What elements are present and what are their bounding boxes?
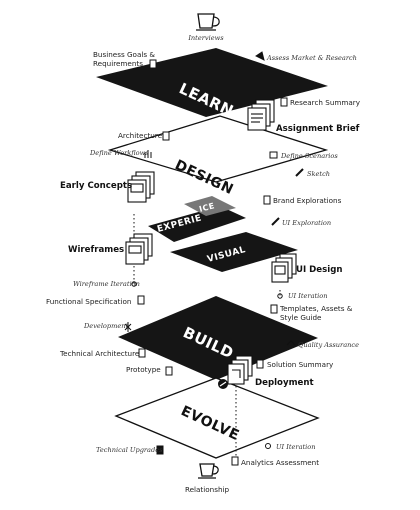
sketch-label: Sketch: [307, 170, 330, 178]
interviews-label: Interviews: [187, 34, 224, 42]
deployment-label: Deployment: [255, 378, 314, 388]
solution-summary-label: Solution Summary: [267, 360, 334, 369]
analytics-assessment-label: Analytics Assessment: [241, 458, 319, 467]
templates-label-2: Style Guide: [280, 313, 322, 322]
experience-title-b: ICE: [198, 201, 216, 214]
wireframes-label: Wireframes: [68, 245, 124, 255]
technical-upgrades-label: Technical Upgrades: [96, 446, 163, 454]
visual-plane: VISUAL: [170, 232, 298, 272]
ui-exploration-label: UI Exploration: [282, 219, 331, 227]
templates-label-1: Templates, Assets &: [279, 304, 353, 313]
coffee-cup-icon-bottom: [198, 463, 219, 479]
quality-assurance-label: Quality Assurance: [298, 341, 359, 349]
evolve-plane: EVOLVE: [114, 377, 320, 459]
prototype-label: Prototype: [126, 365, 161, 374]
ui-design-label: UI Design: [296, 265, 342, 275]
doc-icons: [137, 59, 288, 466]
activity-icons: [124, 51, 304, 449]
ui-iteration-label-1: UI Iteration: [288, 292, 327, 300]
assignment-brief-label: Assignment Brief: [276, 124, 360, 134]
assignment-brief-docs: [247, 99, 275, 131]
ui-iteration-label-2: UI Iteration: [276, 443, 315, 451]
define-workflows-label: Define Workflows: [89, 149, 149, 157]
deployment-docs: [227, 355, 253, 385]
technical-architecture-label: Technical Architecture: [59, 349, 140, 358]
business-goals-label-2: Requirements: [93, 59, 143, 68]
coffee-cup-icon: [196, 13, 220, 31]
relationship-label: Relationship: [185, 485, 230, 494]
research-summary-label: Research Summary: [290, 98, 361, 107]
wireframes-docs: [125, 233, 153, 265]
brand-explorations-label: Brand Explorations: [273, 196, 342, 205]
wireframe-iteration-label: Wireframe Iteration: [73, 280, 140, 288]
business-goals-label-1: Business Goals &: [93, 50, 155, 59]
experience-plane: EXPERIE ICE: [148, 196, 246, 242]
functional-spec-label: Functional Specification: [46, 297, 131, 306]
deployment-marker: [218, 379, 228, 389]
early-concepts-docs: [127, 171, 155, 203]
build-plane: BUILD: [118, 296, 318, 380]
assess-market-label: Assess Market & Research: [266, 54, 357, 62]
early-concepts-label: Early Concepts: [60, 181, 132, 191]
ui-design-docs: [271, 253, 297, 283]
define-scenarios-label: Define Scenarios: [280, 152, 338, 160]
development-label: Development: [83, 322, 129, 330]
architecture-label: Architecture: [118, 131, 163, 140]
